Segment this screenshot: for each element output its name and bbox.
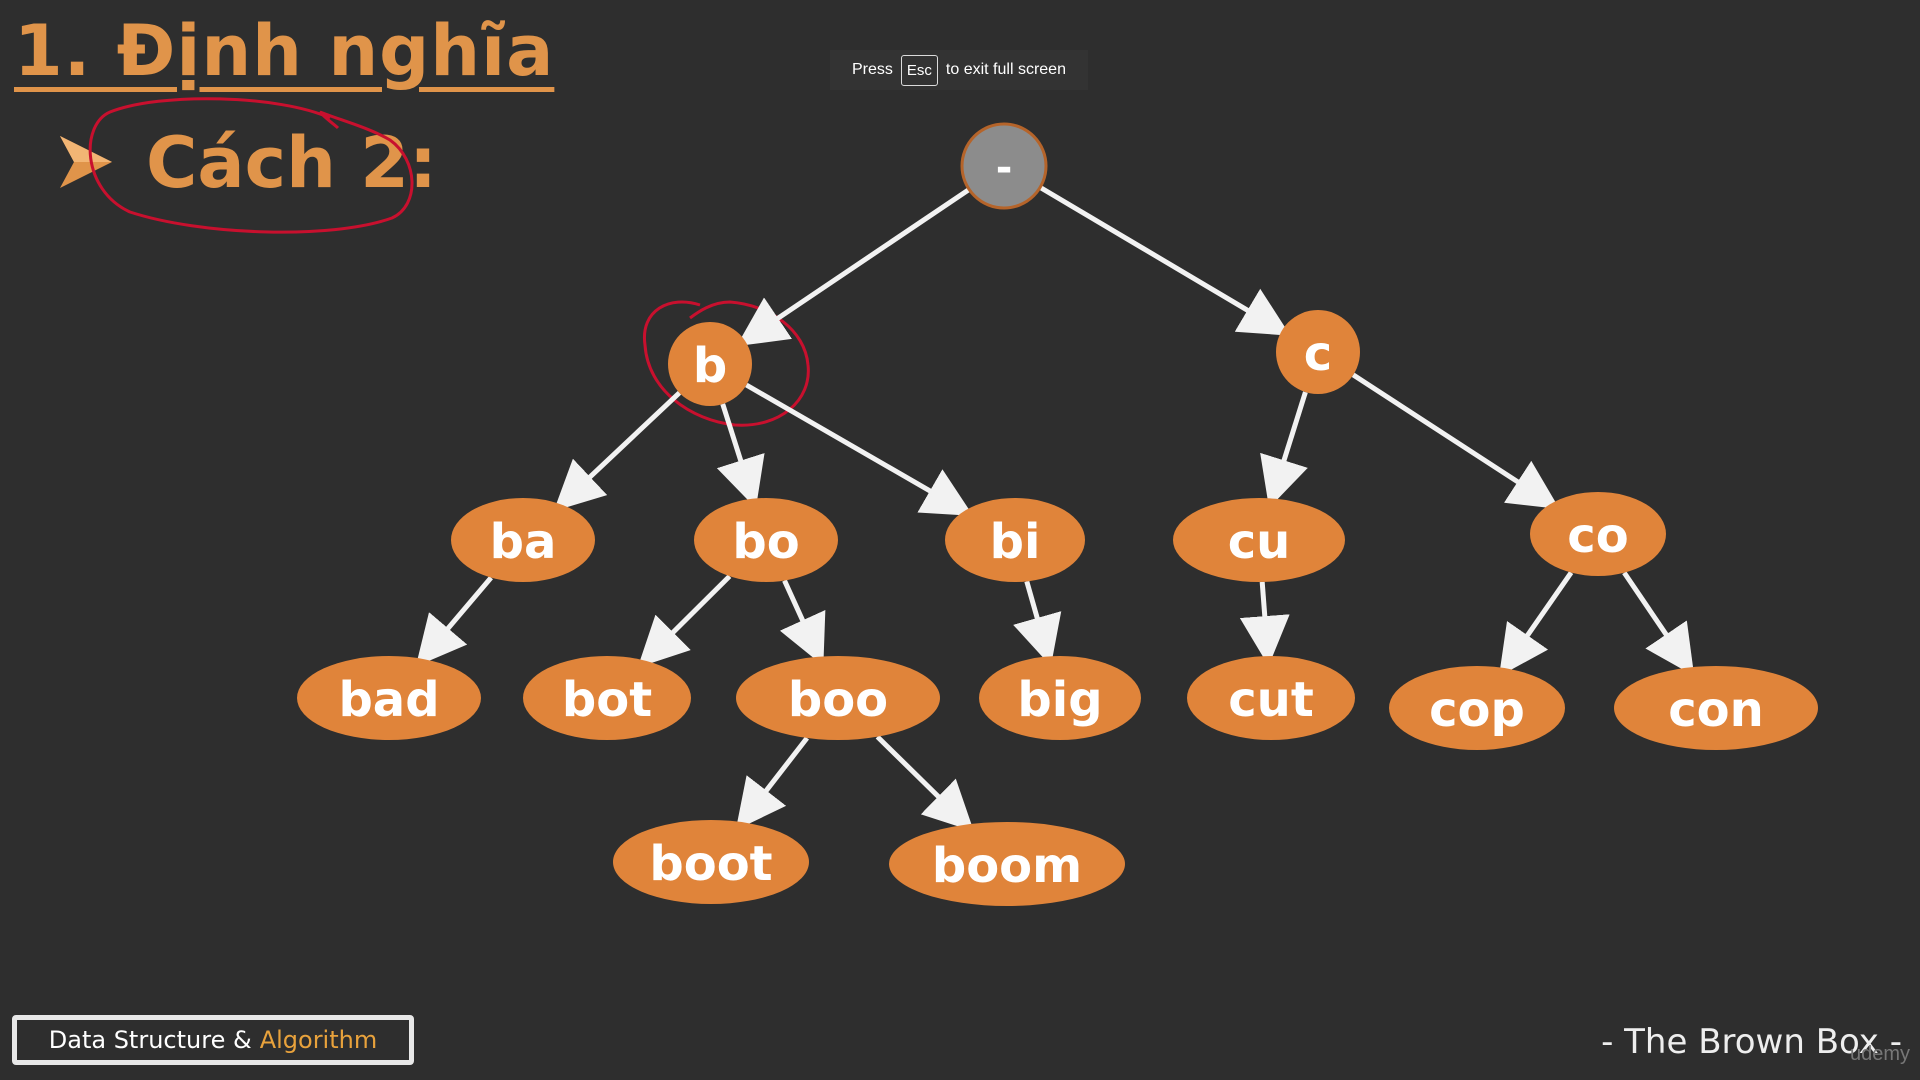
node-label: cu: [1228, 514, 1291, 570]
tree-node-root: -: [960, 122, 1048, 210]
author-credit: - The Brown Box -: [1601, 1022, 1902, 1062]
edge-co-con: [1622, 571, 1695, 676]
tree-node-c: c: [1276, 310, 1360, 394]
tree-node-cu: cu: [1173, 498, 1345, 582]
edge-root-c: [1038, 185, 1291, 336]
tree-node-b: b: [668, 322, 752, 406]
node-label: c: [1304, 326, 1332, 382]
node-label: co: [1567, 508, 1628, 564]
edge-b-ba: [553, 390, 682, 512]
tree-node-bot: bot: [523, 656, 691, 740]
node-label: big: [1017, 672, 1102, 728]
node-shape: [668, 322, 752, 406]
node-label: bad: [338, 672, 439, 728]
fullscreen-hint: Press Esc to exit full screen: [830, 50, 1088, 90]
tree-node-con: con: [1614, 666, 1818, 750]
esc-key-badge: Esc: [900, 54, 938, 86]
node-label: con: [1668, 682, 1764, 738]
tree-edges: [415, 185, 1695, 832]
edge-b-bi: [745, 382, 974, 516]
node-b-circle-annotation: [642, 300, 810, 427]
tree-node-co: co: [1530, 492, 1666, 576]
tree-node-boot: boot: [613, 820, 809, 904]
tree-node-boom: boom: [889, 822, 1125, 906]
edge-bi-big: [1013, 580, 1062, 667]
node-label: boo: [788, 672, 888, 728]
node-label: boot: [649, 836, 772, 892]
tree-node-big: big: [979, 656, 1141, 740]
edge-root-b: [736, 187, 971, 347]
tree-nodes: - b c ba bo bi cu co bad bot boo big cut cop con boot bo…: [297, 122, 1818, 906]
node-shape: [1530, 492, 1666, 576]
tree-node-cut: cut: [1187, 656, 1355, 740]
node-shape: [1276, 310, 1360, 394]
tree-node-bad: bad: [297, 656, 481, 740]
node-shape: [1389, 666, 1565, 750]
node-shape: [979, 656, 1141, 740]
edge-cu-cut: [1239, 581, 1290, 667]
udemy-watermark: udemy: [1849, 1043, 1910, 1065]
node-shape: [889, 822, 1125, 906]
node-label: bo: [732, 514, 799, 570]
edge-boo-boot: [735, 736, 809, 831]
node-shape: [945, 498, 1085, 582]
edge-boo-boom: [875, 734, 974, 832]
node-label: boom: [932, 838, 1082, 894]
node-shape: [297, 656, 481, 740]
node-shape: [736, 656, 940, 740]
node-label: b: [693, 338, 727, 394]
tree-node-ba: ba: [451, 498, 595, 582]
node-shape: [613, 820, 809, 904]
course-badge: Data Structure & Algorithm: [12, 1015, 414, 1065]
node-shape: [694, 498, 838, 582]
node-shape: [960, 122, 1048, 210]
edge-co-cop: [1499, 571, 1574, 677]
press-text: Press: [852, 61, 893, 78]
tree-node-boo: boo: [736, 656, 940, 740]
edge-b-bo: [716, 403, 765, 509]
edge-ba-bad: [415, 576, 493, 667]
node-label: bot: [562, 672, 652, 728]
node-shape: [1614, 666, 1818, 750]
edge-c-cu: [1260, 391, 1308, 509]
slide-subtitle: Cách 2:: [146, 122, 438, 204]
tree-node-bo: bo: [694, 498, 838, 582]
edge-bo-bot: [637, 574, 732, 668]
edge-bo-boo: [779, 579, 826, 666]
course-name-part1: Data Structure &: [48, 1026, 252, 1054]
tree-node-bi: bi: [945, 498, 1085, 582]
node-shape: [1173, 498, 1345, 582]
node-label: -: [996, 145, 1013, 191]
node-shape: [523, 656, 691, 740]
node-label: bi: [990, 514, 1041, 570]
exit-fullscreen-text: to exit full screen: [945, 61, 1066, 78]
course-name-part2: Algorithm: [259, 1026, 378, 1054]
slide-title: 1. Định nghĩa: [14, 10, 555, 92]
node-shape: [451, 498, 595, 582]
subtitle-circle-annotation: [88, 97, 414, 234]
node-label: ba: [490, 514, 557, 570]
edge-c-co: [1351, 372, 1560, 510]
node-label: cop: [1429, 682, 1525, 738]
node-label: cut: [1228, 672, 1314, 728]
tree-node-cop: cop: [1389, 666, 1565, 750]
node-shape: [1187, 656, 1355, 740]
arrow-bullet-icon: [60, 136, 112, 188]
